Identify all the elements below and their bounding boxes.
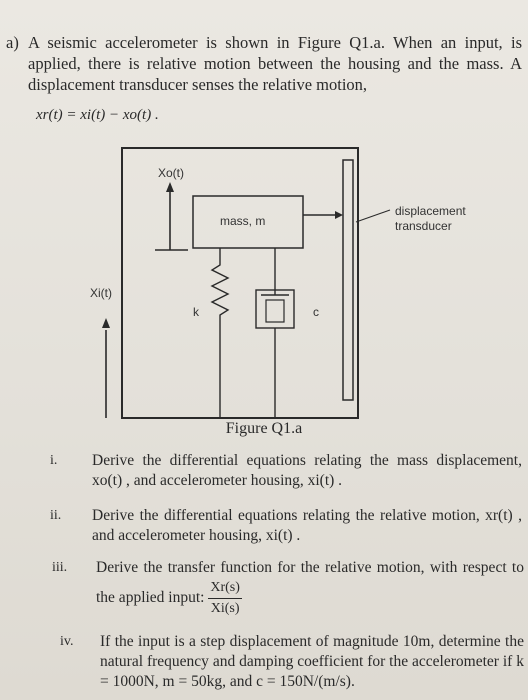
mass-block (192, 195, 304, 249)
xo-label: Xo(t) (158, 166, 185, 180)
relative-motion-equation: xr(t) = xi(t) − xo(t) . (36, 107, 159, 123)
accelerometer-figure: Xo(t) mass, m displacement transducer Xi… (60, 140, 500, 430)
xi-label: Xi(t) (90, 286, 112, 300)
question-i: i. Derive the differential equations rel… (50, 451, 522, 495)
question-number: ii. (50, 508, 62, 523)
fraction-numerator: Xr(s) (208, 578, 242, 599)
question-iii: iii. Derive the transfer function for th… (52, 558, 524, 618)
intro-text: A seismic accelerometer is shown in Figu… (28, 33, 522, 94)
transducer-link-head (335, 211, 343, 219)
figure-caption: Figure Q1.a (225, 420, 303, 437)
transducer-label-1: displacement (395, 204, 466, 218)
question-text-main: Derive the transfer function for the rel… (96, 559, 524, 607)
question-ii: ii. Derive the differential equations re… (50, 506, 522, 550)
question-text: If the input is a step displacement of m… (100, 633, 524, 690)
xi-arrow-head (102, 318, 110, 328)
question-number: iii. (52, 560, 68, 575)
accelerometer-diagram (102, 147, 391, 419)
question-text: Derive the differential equations relati… (92, 507, 522, 544)
transducer-label-2: transducer (395, 219, 452, 233)
question-iv: iv. If the input is a step displacement … (60, 632, 524, 696)
damper-cylinder-inner (265, 299, 285, 323)
xo-arrow-head (166, 182, 174, 192)
spring-k-label: k (193, 305, 199, 319)
question-text: Derive the differential equations relati… (92, 452, 522, 489)
question-text: Derive the transfer function for the rel… (96, 558, 524, 619)
transducer-body (342, 159, 354, 401)
part-label: a) (6, 33, 19, 52)
fraction-denominator: Xi(s) (210, 601, 240, 616)
spring (210, 248, 230, 418)
question-number: i. (50, 453, 58, 468)
question-number: iv. (60, 634, 74, 649)
transducer-leader (355, 209, 391, 223)
housing-frame (121, 147, 359, 419)
transfer-function-fraction: Xr(s) Xi(s) (208, 578, 242, 619)
damper-c-label: c (313, 305, 319, 319)
mass-label: mass, m (220, 214, 266, 228)
